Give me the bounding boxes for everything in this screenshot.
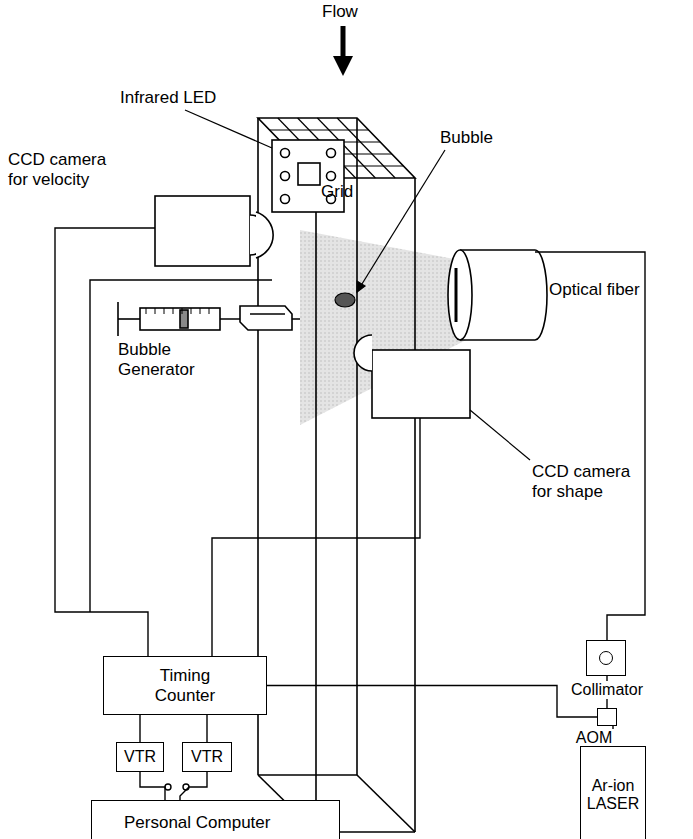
- sheet-optics: [448, 250, 547, 340]
- signal-wires: [55, 228, 420, 656]
- node-label: AOM: [574, 729, 614, 747]
- laser-box: Ar-ion LASER: [580, 746, 646, 839]
- node-label: Timing Counter: [145, 666, 225, 705]
- node-label: Personal Computer: [124, 813, 270, 833]
- bubble-label: Bubble: [440, 128, 493, 148]
- collimator: Collimator: [586, 640, 626, 676]
- syringe-scale: [146, 308, 209, 314]
- connector: [180, 772, 207, 800]
- flow-label: Flow: [322, 2, 358, 22]
- timing-counter: Timing Counter: [103, 656, 267, 715]
- camera-label: CCD camera for velocity: [8, 150, 116, 189]
- led-panel: [272, 140, 344, 212]
- connector: [139, 715, 140, 742]
- shape-camera: [354, 335, 470, 418]
- vtr-box: VTR: [116, 742, 164, 772]
- node-label: VTR: [124, 748, 156, 766]
- velocity-camera: [155, 196, 273, 266]
- computer-box: Personal Computer: [91, 800, 340, 839]
- test-section: [258, 118, 415, 832]
- generator-label: Bubble Generator: [118, 340, 210, 379]
- vtr-box: VTR: [182, 742, 232, 772]
- node-label: Ar-ion LASER: [585, 777, 641, 814]
- connector: [267, 686, 597, 718]
- syringe: [118, 302, 300, 336]
- fiber-label: Optical fiber: [549, 280, 640, 300]
- node-label: Collimator: [569, 681, 645, 699]
- flow-arrow: [333, 26, 353, 76]
- connector: [206, 715, 207, 742]
- connector: [140, 772, 165, 800]
- camera-label: CCD camera for shape: [532, 462, 640, 501]
- aom-box: AOM: [597, 708, 617, 726]
- bubble: [335, 293, 355, 307]
- leader-lines: [185, 110, 530, 460]
- led-label: Infrared LED: [120, 88, 216, 108]
- node-label: VTR: [191, 748, 223, 766]
- grid-label: Grid: [321, 182, 353, 202]
- laser-sheet: [300, 230, 470, 425]
- switch-contacts: [165, 784, 189, 790]
- optical-fiber: [535, 252, 645, 640]
- lens-symbol: [599, 651, 613, 665]
